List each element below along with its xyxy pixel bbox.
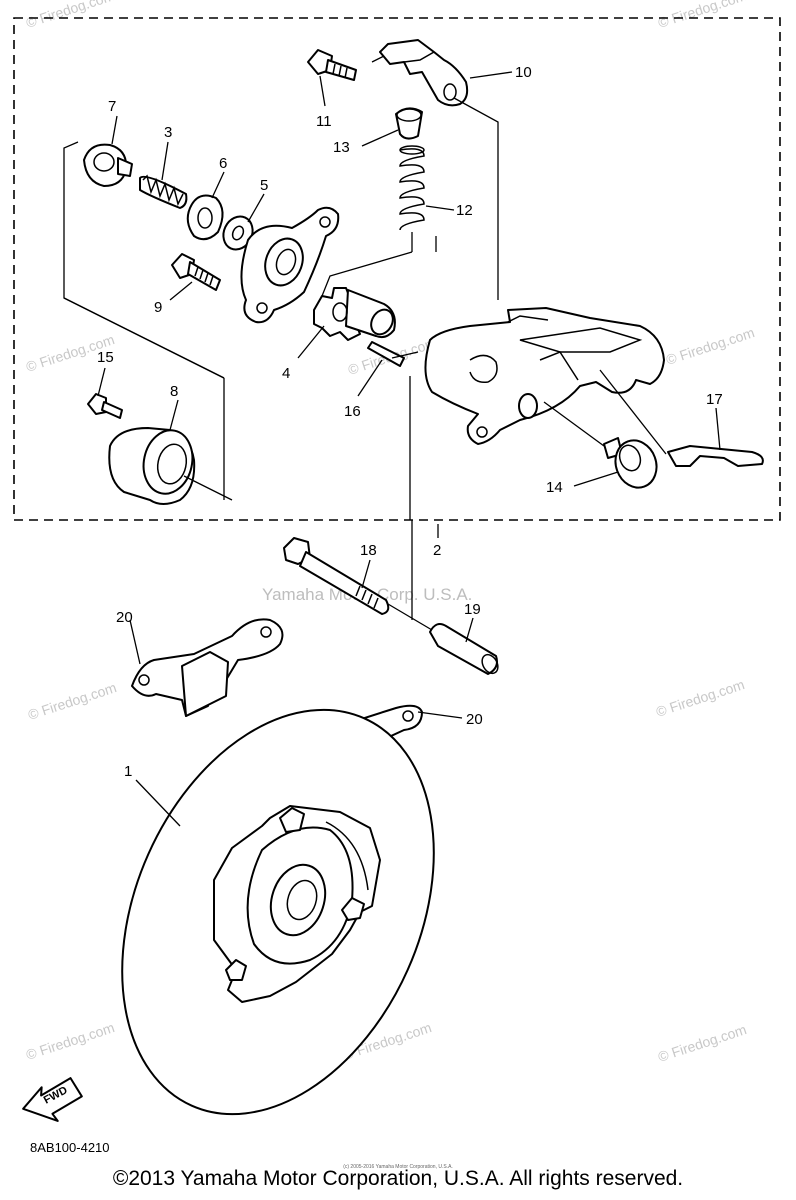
watermark-firedog: © Firedog.com xyxy=(656,1021,748,1065)
callout-16: 16 xyxy=(344,403,361,420)
callout-4: 4 xyxy=(282,365,290,382)
callout-12: 12 xyxy=(456,202,473,219)
assembly-lines xyxy=(63,55,667,631)
callout-5: 5 xyxy=(260,177,268,194)
diagram-code: 8AB100-4210 xyxy=(30,1140,110,1155)
caliper-body xyxy=(424,307,665,445)
part-15-bleed-screw xyxy=(87,393,123,419)
callout-10: 10 xyxy=(515,64,532,81)
part-10-lever xyxy=(379,39,469,107)
callout-20-upper: 20 xyxy=(116,609,133,626)
part-11-bolt xyxy=(307,49,357,81)
callout-7: 7 xyxy=(108,98,116,115)
part-16-pin xyxy=(367,341,405,367)
part-14-pin xyxy=(603,437,658,489)
callout-9: 9 xyxy=(154,299,162,316)
callout-15: 15 xyxy=(97,349,114,366)
callout-1: 1 xyxy=(124,763,132,780)
callout-6: 6 xyxy=(219,155,227,172)
part-19-sleeve xyxy=(429,623,499,675)
part-13-collar xyxy=(395,107,423,140)
part-7-adjuster-cap xyxy=(83,143,133,187)
assembly-boundary xyxy=(13,17,781,521)
watermark-firedog: © Firedog.com xyxy=(24,0,116,31)
part-9-bolt xyxy=(171,253,221,291)
callout-20-lower: 20 xyxy=(466,711,483,728)
part-20-pad-upper xyxy=(131,618,284,717)
callout-14: 14 xyxy=(546,479,563,496)
callout-19: 19 xyxy=(464,601,481,618)
callout-18: 18 xyxy=(360,542,377,559)
fwd-arrow: FWD xyxy=(22,1077,83,1122)
part-3-spring xyxy=(139,174,188,209)
watermark-firedog: © Firedog.com xyxy=(654,676,746,720)
part-17-clip xyxy=(667,445,764,467)
part-18-bolt xyxy=(283,537,390,615)
watermark-firedog: © Firedog.com xyxy=(656,0,748,31)
callout-11: 11 xyxy=(316,113,332,130)
callouts: 7 3 6 5 9 11 10 13 12 4 16 15 8 14 17 2 xyxy=(97,64,723,827)
callout-3: 3 xyxy=(164,124,172,141)
tiny-credit: (c) 2005-2016 Yamaha Motor Corporation, … xyxy=(343,1164,453,1170)
part-4-pinion-shaft xyxy=(313,287,396,341)
watermark-firedog: © Firedog.com xyxy=(664,324,756,368)
callout-13: 13 xyxy=(333,139,350,156)
part-1-brake-disc xyxy=(121,708,435,1116)
callout-2: 2 xyxy=(433,542,441,559)
callout-17: 17 xyxy=(706,391,723,408)
callout-8: 8 xyxy=(170,383,178,400)
copyright-notice: ©2013 Yamaha Motor Corporation, U.S.A. A… xyxy=(112,1167,684,1190)
cover-plate xyxy=(240,206,340,324)
part-6-washer xyxy=(186,194,224,241)
part-12-spring xyxy=(399,145,425,231)
watermark-firedog: © Firedog.com xyxy=(26,679,118,723)
watermark-firedog: © Firedog.com xyxy=(24,1019,116,1063)
part-8-cap xyxy=(108,427,196,505)
